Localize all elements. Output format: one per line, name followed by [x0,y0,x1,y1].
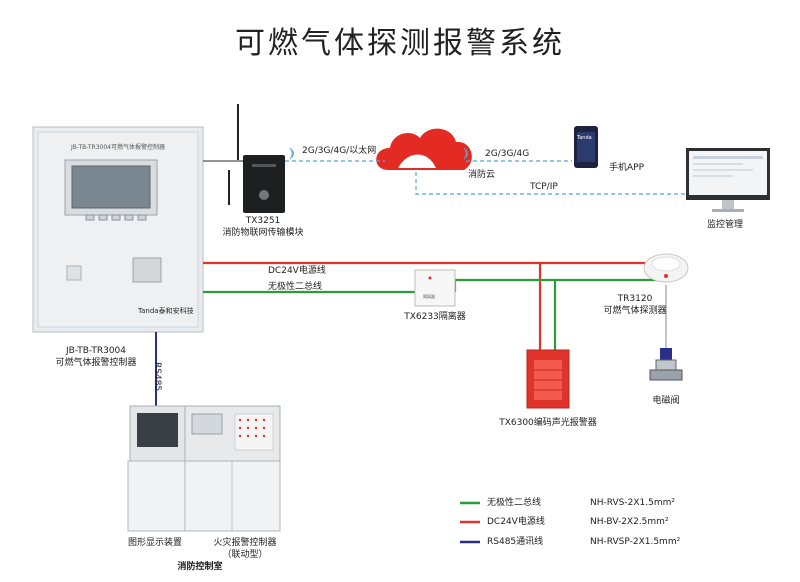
legend-swatches [460,501,480,544]
bus-line-label: 无极性二总线 [268,282,323,292]
isolator-device-text: 隔离器 [423,294,435,299]
legend-spec: NH-BV-2X2.5mm² [590,517,669,527]
legend-spec: NH-RVSP-2X1.5mm² [590,537,681,547]
phone-app-icon [574,126,598,168]
legend-name: 无极性二总线 [487,498,542,508]
legend-name: RS485通讯线 [487,537,544,547]
network-label-right: 2G/3G/4G [485,149,530,159]
network-links [203,160,686,195]
legend-name: DC24V电源线 [487,517,545,527]
fire-alarm-panel-icon [184,405,281,532]
detector-name: 可燃气体探测器 [603,306,667,316]
controller-header: JB-TB-TR3004可燃气体报警控制器 [71,144,165,151]
dc24v-line-label: DC24V电源线 [268,266,326,276]
gas-detector-icon [643,253,689,283]
sounder-beacon-icon [526,349,570,409]
dc24v-power-wiring [203,261,650,352]
monitor-label: 监控管理 [706,220,743,230]
wifi-icons [289,147,468,160]
phone-app-label: 手机APP [609,163,645,173]
monitor-icon [686,148,770,212]
display-device-label: 图形显示装置 [127,538,182,548]
transmission-module-name: 消防物联网传输模块 [222,228,304,238]
network-label-left: 2G/3G/4G/以太网 [302,146,377,156]
controller-model: JB-TB-TR3004 [66,346,126,356]
isolator-icon [414,269,456,307]
graphic-display-device-icon [127,405,189,532]
transmission-module-model: TX3251 [245,216,281,226]
legend-spec: NH-RVS-2X1.5mm² [590,498,675,508]
controller-brand: Tanda泰和安科技 [138,307,194,315]
transmission-module-icon [228,104,285,213]
control-room-label: 消防控制室 [177,562,223,572]
tcp-label: TCP/IP [530,182,558,192]
solenoid-valve-icon [649,348,683,381]
gas-alarm-controller [32,126,204,333]
rs485-label: RS485 [152,362,162,392]
detector-model: TR3120 [617,294,653,304]
phone-brand: Tanda [577,135,592,141]
panel-label-line2: （联动型） [222,550,268,560]
panel-label-line1: 火灾报警控制器 [213,538,277,548]
isolator-label: TX6233隔离器 [404,312,466,322]
cloud-label: 消防云 [468,170,496,180]
fire-cloud-icon [376,128,472,170]
valve-label: 电磁阀 [652,396,680,406]
alarm-label: TX6300编码声光报警器 [499,418,597,428]
page-title: 可燃气体探测报警系统 [235,26,565,61]
controller-name: 可燃气体报警控制器 [55,358,137,368]
